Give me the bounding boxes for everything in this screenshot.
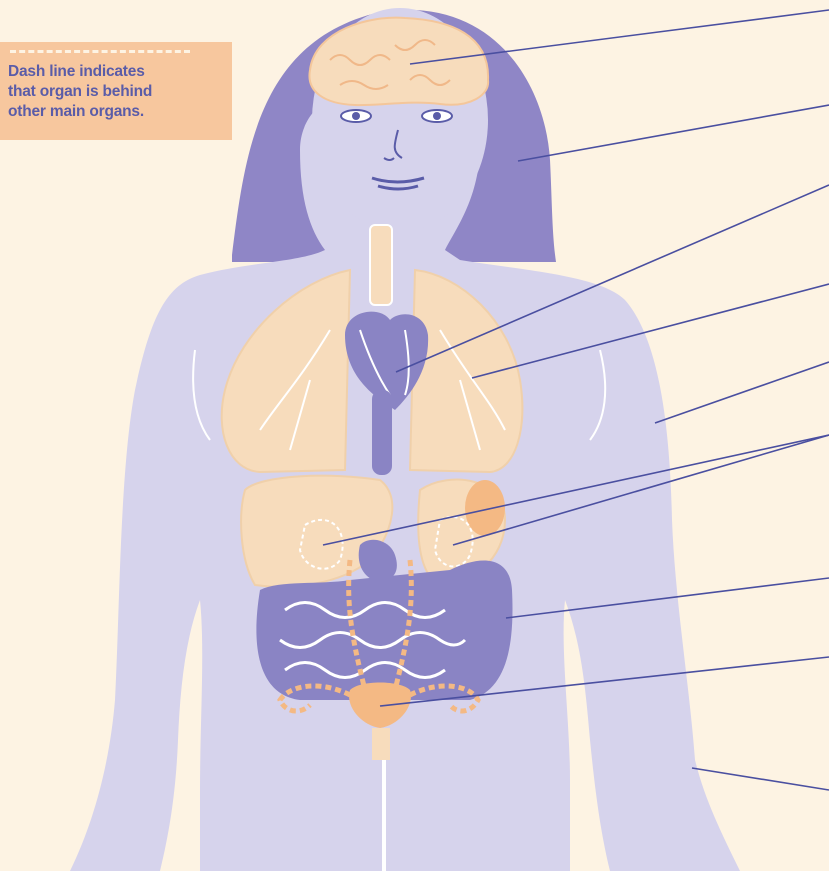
legend-text: Dash line indicates that organ is behind… xyxy=(8,62,232,122)
dashed-line-legend: Dash line indicates that organ is behind… xyxy=(0,42,232,140)
leader-line-hand xyxy=(692,768,829,790)
left-pupil xyxy=(352,112,360,120)
leader-line-body-wall xyxy=(655,362,829,423)
kidney-left xyxy=(300,520,343,569)
legend-dash-sample xyxy=(10,50,190,53)
rectum xyxy=(372,728,390,760)
trachea xyxy=(370,225,392,305)
right-pupil xyxy=(433,112,441,120)
legend-line-2: that organ is behind xyxy=(8,82,232,102)
legend-line-3: other main organs. xyxy=(8,102,232,122)
esophagus xyxy=(372,390,392,475)
leader-line-hair-skin xyxy=(518,105,829,161)
legend-line-1: Dash line indicates xyxy=(8,62,232,82)
spleen xyxy=(465,480,505,536)
